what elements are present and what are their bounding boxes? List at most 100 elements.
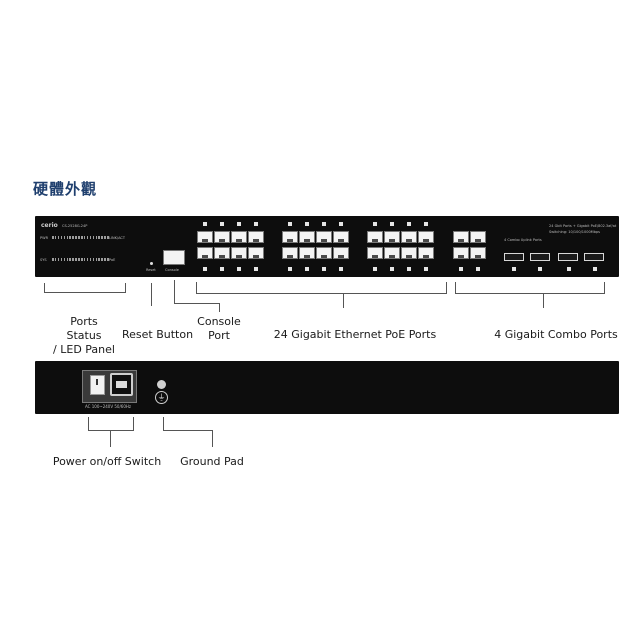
status-led (92, 236, 95, 239)
led-row2-right-label: PoE (109, 258, 116, 262)
ethernet-port[interactable] (214, 247, 230, 259)
ethernet-port[interactable] (231, 231, 247, 243)
ethernet-port[interactable] (384, 231, 400, 243)
ethernet-port[interactable] (299, 247, 315, 259)
port-number-tag (322, 222, 326, 226)
ethernet-port[interactable] (197, 231, 213, 243)
ethernet-port[interactable] (470, 231, 486, 243)
ethernet-port[interactable] (418, 247, 434, 259)
front-panel (35, 216, 619, 277)
console-port[interactable] (163, 250, 185, 265)
status-led (101, 236, 103, 239)
status-led (69, 258, 71, 261)
callout-line-ground (163, 430, 213, 431)
ethernet-port[interactable] (401, 231, 417, 243)
callout-line-poe (196, 293, 447, 294)
sfp-number-tag (538, 267, 542, 271)
status-led (86, 258, 89, 261)
ethernet-port[interactable] (453, 247, 469, 259)
ethernet-port[interactable] (470, 247, 486, 259)
port-number-tag (254, 267, 258, 271)
status-led (63, 236, 66, 239)
spec-line-2: Switching: 10/100/1000Mbps (549, 230, 600, 234)
port-number-tag (459, 267, 463, 271)
status-led (92, 258, 95, 261)
ethernet-port[interactable] (248, 231, 264, 243)
combo-ports-label: 4 Gigabit Combo Ports (494, 328, 618, 341)
status-led (83, 236, 86, 239)
status-led (66, 258, 68, 261)
callout-line-console (174, 280, 175, 304)
status-led (83, 258, 86, 261)
status-led (98, 258, 100, 261)
status-led (54, 236, 57, 239)
callout-line-power (88, 430, 134, 431)
status-led (54, 258, 57, 261)
status-led (78, 258, 80, 261)
ground-symbol-icon: ⏚ (155, 391, 168, 404)
ethernet-port[interactable] (367, 231, 383, 243)
status-led (78, 236, 80, 239)
port-number-tag (237, 222, 241, 226)
ethernet-port[interactable] (214, 231, 230, 243)
ethernet-port[interactable] (231, 247, 247, 259)
callout-line-ground (163, 417, 164, 431)
port-number-tag (220, 267, 224, 271)
ethernet-port[interactable] (316, 247, 332, 259)
status-led (72, 236, 74, 239)
callout-line-power (133, 417, 134, 431)
status-led (52, 236, 54, 239)
sfp-number-tag (512, 267, 516, 271)
status-led (66, 236, 68, 239)
power-switch-label: Power on/off Switch (52, 455, 162, 468)
status-led (98, 236, 100, 239)
port-number-tag (476, 267, 480, 271)
status-led (107, 236, 109, 239)
led-row1-label: PWR (40, 236, 49, 240)
ethernet-port[interactable] (401, 247, 417, 259)
callout-line-combo (455, 293, 605, 294)
status-led (60, 258, 63, 261)
sfp-port[interactable] (504, 253, 524, 261)
status-led (89, 258, 92, 261)
reset-button[interactable] (150, 262, 153, 265)
callout-line-reset (151, 283, 152, 306)
power-switch[interactable] (90, 375, 105, 395)
ethernet-port[interactable] (384, 247, 400, 259)
port-number-tag (322, 267, 326, 271)
ethernet-port[interactable] (453, 231, 469, 243)
ethernet-port[interactable] (333, 231, 349, 243)
sfp-port[interactable] (530, 253, 550, 261)
sfp-port[interactable] (584, 253, 604, 261)
port-number-tag (288, 267, 292, 271)
callout-line-power (88, 417, 89, 431)
port-number-tag (203, 222, 207, 226)
ports-status-label: Ports Status / LED Panel (53, 315, 115, 356)
section-heading: 硬體外觀 (33, 180, 98, 198)
status-led (104, 236, 106, 239)
ethernet-port[interactable] (282, 231, 298, 243)
callout-line-poe (196, 282, 197, 293)
callout-line-console (219, 303, 220, 312)
ethernet-port[interactable] (299, 231, 315, 243)
sfp-number-tag (593, 267, 597, 271)
combo-header: 4 Combo Uplink Ports (504, 238, 542, 242)
port-number-tag (339, 222, 343, 226)
ethernet-port[interactable] (248, 247, 264, 259)
ethernet-port[interactable] (333, 247, 349, 259)
ethernet-port[interactable] (316, 231, 332, 243)
sfp-port[interactable] (558, 253, 578, 261)
power-rating-label: AC 100~240V 50/60Hz (85, 404, 131, 409)
ethernet-port[interactable] (367, 247, 383, 259)
poe-ports-label: 24 Gigabit Ethernet PoE Ports (273, 328, 437, 341)
status-led (104, 258, 106, 261)
status-led (57, 258, 60, 261)
port-number-tag (203, 267, 207, 271)
ethernet-port[interactable] (418, 231, 434, 243)
callout-line-combo (543, 293, 544, 308)
port-number-tag (390, 222, 394, 226)
ethernet-port[interactable] (282, 247, 298, 259)
status-led (57, 236, 60, 239)
ethernet-port[interactable] (197, 247, 213, 259)
port-number-tag (288, 222, 292, 226)
